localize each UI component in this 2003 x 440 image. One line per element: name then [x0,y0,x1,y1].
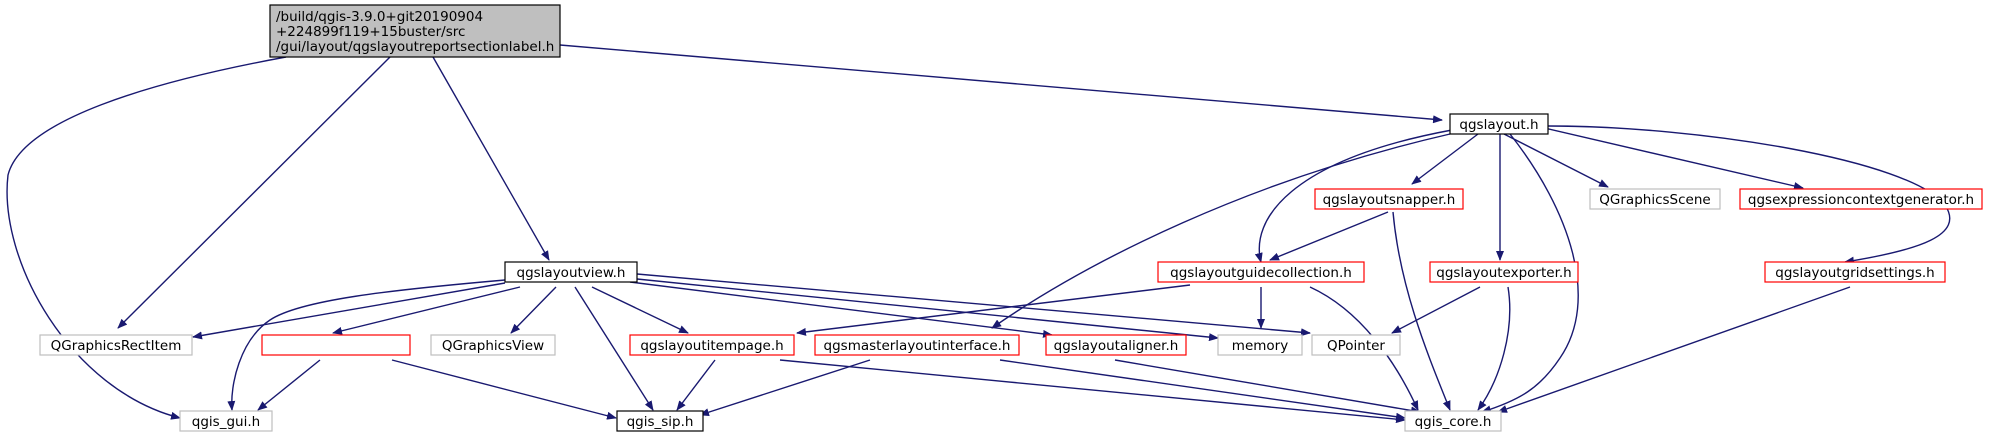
edge-qgspreviеweffect-to-qgis-gui [257,359,321,411]
edge-root-to-qgis-gui [6,56,287,420]
node-qgis-gui-label: qgis_gui.h [192,414,260,430]
node-qgslayout-label: qgslayout.h [1459,117,1538,133]
edge-qgslayout-to-qgraphicsscene [1503,133,1609,188]
edge-qgslayoutview-to-qgraphicsrectitem [192,282,506,340]
node-qgraphicsview[interactable]: QGraphicsView [430,334,556,356]
node-qgslayoutview[interactable]: qgslayoutview.h [504,261,638,283]
node-qgraphicsrectitem[interactable]: QGraphicsRectItem [39,334,193,356]
node-qgraphicsview-label: QGraphicsView [442,338,544,354]
node-root-line-1: /build/qgis-3.9.0+git20190904 [276,9,483,25]
node-qgsexpressioncontextgenerator-label: qgsexpressioncontextgenerator.h [1748,192,1974,208]
node-qgslayoutsnapper[interactable]: qgslayoutsnapper.h [1314,188,1464,210]
node-root-line-2: +224899f119+15buster/src [276,24,465,40]
edge-qgspreviеweffect-to-qgis-sip [391,359,617,420]
node-qgslayout[interactable]: qgslayout.h [1449,113,1549,135]
edge-qgslayoutview-to-qgraphicsview [510,286,557,334]
node-qpointer[interactable]: QPointer [1311,334,1401,356]
edge-qgsmasterlayoutinterface-to-qgis-sip [699,359,871,417]
edge-qgslayout-to-qgslayoutgridsettings [1547,125,1951,265]
edge-qgslayoutexporter-to-qpointer [1391,286,1481,334]
edge-qgslayoutguidecollection-to-qgslayoutitempage [796,284,1191,336]
edge-qgslayoutview-to-qgslayoutitempage [591,286,689,334]
node-qgis-sip-label: qgis_sip.h [627,414,694,430]
node-qgslayoutgridsettings[interactable]: qgslayoutgridsettings.h [1764,261,1946,283]
node-qgslayoutview-label: qgslayoutview.h [517,265,626,281]
edges [6,44,1951,424]
node-memory-label: memory [1232,338,1288,354]
edge-root-to-qgraphicsrectitem [117,56,391,329]
node-qgis-sip[interactable]: qgis_sip.h [616,410,704,432]
node-root-line-3: /gui/layout/qgslayoutreportsectionlabel.… [276,39,554,55]
edge-qgslayoutview-to-memory [636,278,1219,342]
nodes: /build/qgis-3.9.0+git20190904 +224899f11… [39,4,1983,432]
node-qgraphicsrectitem-label: QGraphicsRectItem [51,338,182,354]
node-qgis-core-label: qgis_core.h [1415,414,1492,430]
edge-qgslayoutitempage-to-qgis-core [779,359,1406,424]
node-qgslayoutguidecollection[interactable]: qgslayoutguidecollection.h [1157,261,1365,283]
edge-qgslayoutview-to-qpointer [636,273,1311,337]
edge-qgslayout-to-qgslayoutguidecollection [1254,129,1453,263]
node-qgraphicsscene-label: QGraphicsScene [1599,192,1710,208]
node-qgspreviеweffect[interactable] [261,334,411,356]
node-qgslayoutexporter-label: qgslayoutexporter.h [1436,265,1572,281]
edge-qgslayoutgridsettings-to-qgis-core [1497,286,1851,413]
edge-qgslayoutsnapper-to-qgslayoutguidecollection [1269,211,1389,261]
edge-qgslayout-to-qgis-core [1481,133,1579,414]
node-qgsmasterlayoutinterface-label: qgsmasterlayoutinterface.h [824,338,1011,354]
node-qgslayoutexporter[interactable]: qgslayoutexporter.h [1429,261,1579,283]
edge-qgslayoutview-to-qgis-sip [574,286,654,411]
node-qgslayoutgridsettings-label: qgslayoutgridsettings.h [1775,265,1934,281]
node-memory[interactable]: memory [1217,334,1303,356]
edge-qgslayoutview-to-qgslayoutaligner [629,281,1053,338]
edge-qgslayout-to-qgslayoutsnapper [1411,133,1479,185]
node-qgis-core[interactable]: qgis_core.h [1404,410,1502,432]
edge-qgslayoutitempage-to-qgis-sip [676,359,716,411]
edge-qgslayout-to-qgsexpressioncontextgenerator [1539,126,1804,190]
node-qgslayoutaligner-label: qgslayoutaligner.h [1054,338,1179,354]
edge-root-to-qgslayout [559,44,1443,124]
node-qgsmasterlayoutinterface[interactable]: qgsmasterlayoutinterface.h [814,334,1020,356]
edge-qgslayoutaligner-to-qgis-core [1114,359,1421,415]
node-qgslayoutguidecollection-label: qgslayoutguidecollection.h [1170,265,1352,281]
edge-qgsmasterlayoutinterface-to-qgis-core [999,359,1406,421]
edge-qgslayoutexporter-to-qgis-core [1477,286,1511,411]
edge-qgslayoutview-to-qgspreviеweffect [332,286,521,335]
node-qgslayoutitempage[interactable]: qgslayoutitempage.h [629,334,795,356]
node-root[interactable]: /build/qgis-3.9.0+git20190904 +224899f11… [269,4,561,58]
node-qgslayoutsnapper-label: qgslayoutsnapper.h [1323,192,1456,208]
node-qgis-gui[interactable]: qgis_gui.h [179,410,273,432]
edge-qgslayoutsnapper-to-qgis-core [1392,211,1451,411]
node-qgsexpressioncontextgenerator[interactable]: qgsexpressioncontextgenerator.h [1739,188,1983,210]
node-qgraphicsscene[interactable]: QGraphicsScene [1589,188,1721,210]
edge-qgslayoutview-to-qgis-gui [227,279,506,411]
edge-qgslayout-to-qgsmasterlayoutinterface [991,133,1451,329]
node-qpointer-label: QPointer [1327,338,1385,354]
node-qgslayoutaligner[interactable]: qgslayoutaligner.h [1045,334,1187,356]
node-qgslayoutitempage-label: qgslayoutitempage.h [640,338,783,354]
edge-root-to-qgslayoutview [432,56,550,261]
